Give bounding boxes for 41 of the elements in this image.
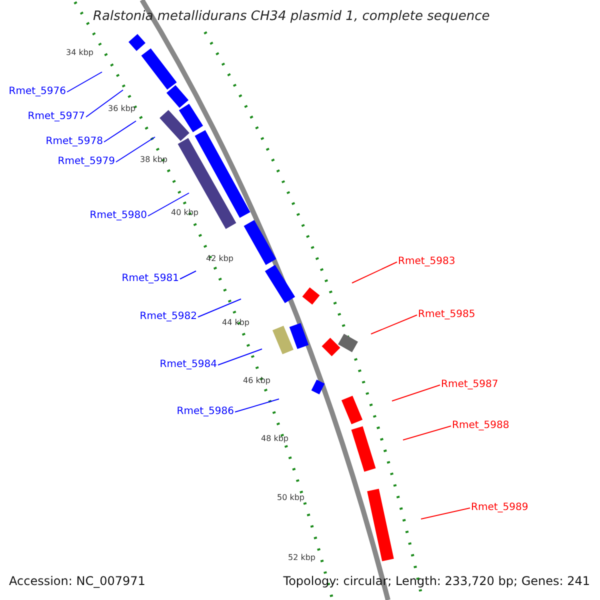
tick-label: 42 kbp xyxy=(206,253,234,265)
tick-label: 50 kbp xyxy=(277,492,305,504)
tick-label: 44 kbp xyxy=(222,317,250,329)
gene-label: Rmet_5977 xyxy=(28,110,85,124)
leader-line xyxy=(352,262,398,284)
gene-label: Rmet_5986 xyxy=(176,405,234,419)
gene-label: Rmet_5979 xyxy=(58,155,115,169)
tick-label: 38 kbp xyxy=(140,154,168,166)
tick-label: 48 kbp xyxy=(261,433,289,445)
leader-line xyxy=(198,298,242,318)
leader-line xyxy=(370,314,418,334)
leader-line xyxy=(66,72,102,92)
leader-line xyxy=(218,348,262,366)
tick-label: 52 kbp xyxy=(288,552,316,564)
gene-label: Rmet_5987 xyxy=(441,378,498,392)
tick-label: 34 kbp xyxy=(66,47,94,59)
tick-label: 46 kbp xyxy=(243,375,271,387)
leader-line xyxy=(420,508,470,520)
leader-line xyxy=(86,90,124,118)
gene-label: Rmet_5982 xyxy=(140,310,197,324)
gene-label: Rmet_5981 xyxy=(122,272,179,286)
gene-label: Rmet_5988 xyxy=(452,419,510,433)
leader-line xyxy=(148,192,190,216)
gene-label: Rmet_5984 xyxy=(160,358,217,372)
tick-label: 36 kbp xyxy=(108,103,136,115)
footer-text: Accession: NC_007971 xyxy=(9,574,146,588)
leader-line xyxy=(392,384,440,402)
leader-line xyxy=(180,270,196,280)
leader-line xyxy=(116,136,156,162)
gene-label: Rmet_5978 xyxy=(46,135,103,149)
title: Ralstonia metallidurans CH34 plasmid 1, complete sequence xyxy=(93,10,490,24)
leader-line xyxy=(402,426,452,440)
gene-label: Rmet_5980 xyxy=(90,209,147,223)
leader-line xyxy=(234,398,280,412)
tick-label: 40 kbp xyxy=(171,207,199,219)
gene-label: Rmet_5976 xyxy=(8,85,66,99)
gene-label: Rmet_5985 xyxy=(418,308,476,322)
leader-line xyxy=(104,120,136,142)
gene-label: Rmet_5989 xyxy=(471,501,528,515)
footer-text: Topology: circular; Length: 233,720 bp; Genes: 241 xyxy=(283,574,590,588)
gene-label: Rmet_5983 xyxy=(398,255,456,269)
